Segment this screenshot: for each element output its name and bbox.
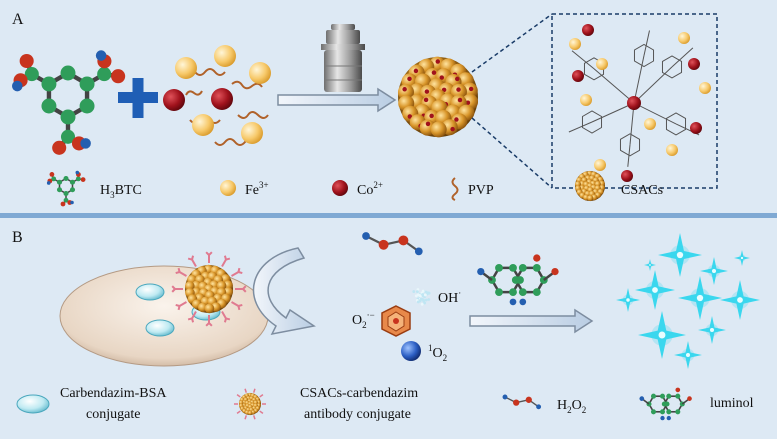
csacs-nanosphere [397, 56, 479, 138]
plus-icon [118, 78, 158, 118]
legend-luminol-text: luminol [710, 396, 754, 411]
legend-antibody-line2: antibody conjugate [304, 407, 411, 422]
legend-csacs-text: CSACs [621, 183, 663, 198]
legend-h3btc-text: H3BTC [100, 183, 142, 200]
legend-bsa-icon [16, 394, 50, 414]
legend-co-text: Co2+ [357, 180, 383, 198]
legend-luminol-icon [639, 387, 692, 421]
superoxide-text: O2·− [352, 310, 375, 330]
luminol-molecule [477, 254, 559, 306]
panel-a-label: A [12, 11, 24, 28]
legend-csacs-antibody-icon [234, 388, 266, 420]
legend-bsa-line1: Carbendazim-BSA [60, 386, 167, 401]
oh-radical-text: OH· [438, 288, 461, 306]
legend-fe-text: Fe3+ [245, 180, 269, 198]
assay-plate-well [59, 265, 269, 367]
panel-divider [0, 213, 777, 218]
autoclave-icon [321, 24, 365, 92]
h2o2-molecule [362, 232, 423, 256]
legend-pvp-icon [451, 177, 459, 201]
legend-co-icon [332, 180, 348, 196]
panel-b-label: B [12, 229, 23, 246]
legend-pvp-text: PVP [468, 183, 494, 198]
singlet-oxygen-text: 1O2 [428, 343, 447, 363]
legend-bsa-line2: conjugate [86, 407, 140, 422]
chemiluminescence-arrow [469, 308, 594, 334]
panel-a-background [0, 0, 777, 213]
superoxide-icon [381, 305, 411, 337]
legend-h3btc-icon [46, 170, 86, 207]
zoom-lines [471, 13, 718, 189]
csacs-antibody-on-plate [171, 251, 247, 327]
singlet-oxygen-icon [401, 341, 421, 361]
legend-antibody-line1: CSACs-carbendazim [300, 386, 418, 401]
catalysis-curved-arrow [252, 247, 316, 336]
chemiluminescence-glow [616, 233, 760, 369]
legend-fe-icon [220, 180, 236, 196]
legend-csacs-icon [574, 170, 606, 202]
legend-h2o2-text: H2O2 [557, 398, 586, 415]
synthesis-arrow [277, 87, 397, 113]
metal-ions-and-pvp [163, 45, 271, 146]
hydroxyl-radical-icon [412, 288, 431, 306]
h3btc-molecule [12, 50, 126, 155]
coordination-structure-zoom [568, 24, 711, 182]
legend-h2o2-icon [502, 394, 542, 410]
